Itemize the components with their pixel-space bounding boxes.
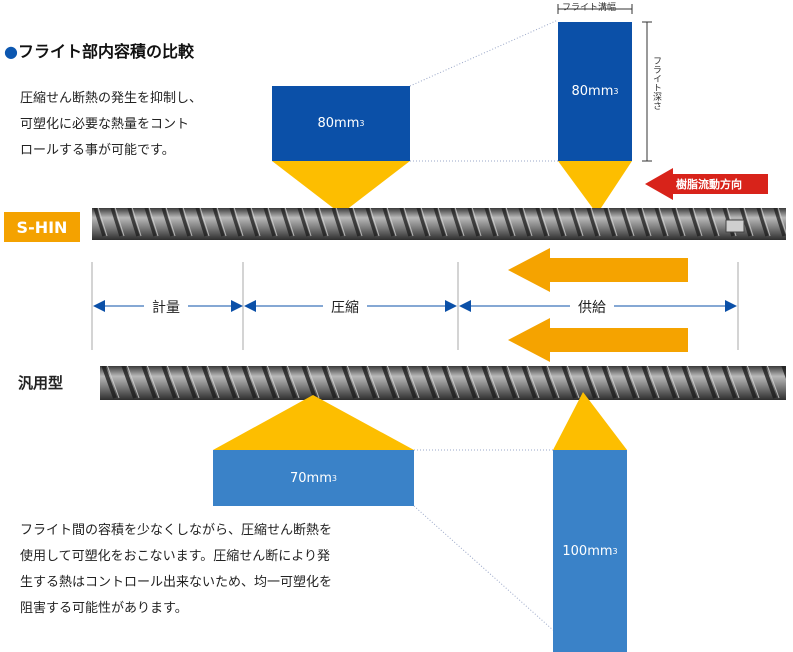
volume-value: 80mm bbox=[571, 84, 614, 99]
zone-arrowheads bbox=[93, 300, 737, 312]
bullet-icon: ● bbox=[4, 42, 18, 61]
feed-arrow-upper bbox=[508, 248, 688, 292]
shin-screw bbox=[92, 208, 786, 240]
general-feed-cone bbox=[553, 392, 627, 450]
resin-flow-label: 樹脂流動方向 bbox=[676, 178, 742, 191]
volume-value: 80mm bbox=[317, 116, 360, 131]
volume-value: 70mm bbox=[290, 470, 332, 486]
description-bottom-line: 生する熱はコントロール出来ないため、均一可塑化を bbox=[20, 575, 333, 590]
description-top-line: 可塑化に必要な熱量をコント bbox=[20, 117, 190, 132]
shin-screw-label: S-HIN bbox=[4, 212, 80, 242]
guide-lines-bottom bbox=[413, 449, 554, 631]
feed-arrow-lower bbox=[508, 318, 688, 362]
description-bottom-line: 使用して可塑化をおこないます。圧縮せん断により発 bbox=[20, 549, 331, 564]
volume-exponent: 3 bbox=[612, 546, 618, 556]
page-title: ●フライト部内容積の比較 bbox=[4, 38, 194, 62]
general-metering-cone bbox=[213, 395, 414, 450]
description-top: 圧縮せん断熱の発生を抑制し、 可塑化に必要な熱量をコント ロールする事が可能です… bbox=[20, 86, 202, 164]
zone-label-compression: 圧縮 bbox=[323, 297, 367, 317]
shin-metering-cone bbox=[272, 161, 410, 214]
shin-feed-cone bbox=[558, 161, 632, 214]
description-bottom: フライト間の容積を少なくしながら、圧縮せん断熱を 使用して可塑化をおこないます。… bbox=[20, 518, 332, 622]
description-top-line: ロールする事が可能です。 bbox=[20, 143, 175, 158]
description-bottom-line: 阻害する可能性があります。 bbox=[20, 601, 188, 616]
guide-lines-top bbox=[409, 19, 559, 162]
general-screw-label: 汎用型 bbox=[18, 374, 64, 392]
volume-exponent: 3 bbox=[331, 473, 337, 483]
zone-label-metering: 計量 bbox=[144, 297, 188, 317]
volume-exponent: 3 bbox=[359, 119, 365, 128]
general-screw bbox=[100, 366, 786, 400]
volume-exponent: 3 bbox=[613, 87, 619, 96]
volume-value: 100mm bbox=[562, 543, 613, 559]
flight-depth-label: フライト深さ bbox=[651, 56, 661, 110]
resin-flow-arrow bbox=[645, 168, 768, 200]
description-top-line: 圧縮せん断熱の発生を抑制し、 bbox=[20, 91, 203, 106]
description-bottom-line: フライト間の容積を少なくしながら、圧縮せん断熱を bbox=[20, 523, 333, 538]
flight-dimension-lines bbox=[557, 4, 652, 162]
flight-width-label: フライト溝幅 bbox=[562, 3, 617, 13]
zone-label-feed: 供給 bbox=[570, 297, 614, 317]
title-text: フライト部内容積の比較 bbox=[17, 42, 194, 61]
